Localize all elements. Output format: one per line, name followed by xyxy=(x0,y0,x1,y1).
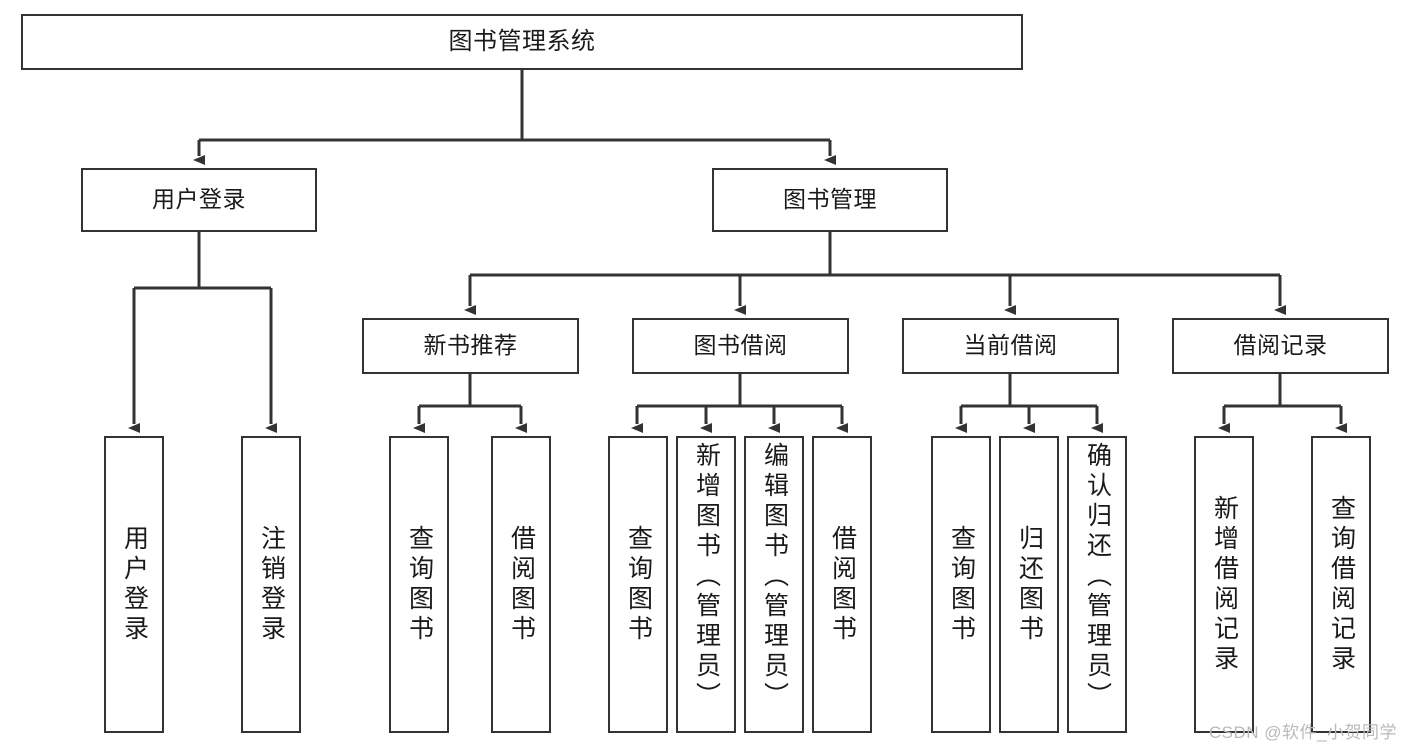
node-label: 查询图书 xyxy=(947,524,976,645)
node-label: 确认归还（管理员） xyxy=(1083,442,1112,712)
node-label: 归还图书 xyxy=(1015,524,1044,645)
node-leaf-borrow-book-1[interactable]: 借阅图书 xyxy=(491,436,551,733)
node-label: 注销登录 xyxy=(257,524,286,645)
node-book-manage[interactable]: 图书管理 xyxy=(712,168,948,232)
node-label: 借阅记录 xyxy=(1233,332,1328,359)
node-label: 用户登录 xyxy=(152,186,246,213)
node-label: 新书推荐 xyxy=(423,332,518,359)
node-leaf-query-book-1[interactable]: 查询图书 xyxy=(389,436,449,733)
node-label: 编辑图书（管理员） xyxy=(760,442,789,712)
node-label: 查询借阅记录 xyxy=(1327,494,1356,675)
node-label: 图书管理系统 xyxy=(448,27,596,55)
node-new-book-recommend[interactable]: 新书推荐 xyxy=(362,318,579,374)
node-label: 查询图书 xyxy=(405,524,434,645)
node-label: 图书借阅 xyxy=(693,332,788,359)
node-leaf-query-book-2[interactable]: 查询图书 xyxy=(608,436,668,733)
node-leaf-confirm-return[interactable]: 确认归还（管理员） xyxy=(1067,436,1127,733)
node-leaf-add-book[interactable]: 新增图书（管理员） xyxy=(676,436,736,733)
node-user-login[interactable]: 用户登录 xyxy=(81,168,317,232)
node-label: 当前借阅 xyxy=(963,332,1058,359)
node-label: 图书管理 xyxy=(783,186,877,213)
node-leaf-borrow-book-2[interactable]: 借阅图书 xyxy=(812,436,872,733)
node-label: 借阅图书 xyxy=(828,524,857,645)
node-leaf-add-record[interactable]: 新增借阅记录 xyxy=(1194,436,1254,733)
node-book-borrow[interactable]: 图书借阅 xyxy=(632,318,849,374)
node-leaf-user-login[interactable]: 用户登录 xyxy=(104,436,164,733)
node-borrow-record[interactable]: 借阅记录 xyxy=(1172,318,1389,374)
watermark-text: CSDN @软件_小贺同学 xyxy=(1208,723,1397,742)
node-leaf-query-record[interactable]: 查询借阅记录 xyxy=(1311,436,1371,733)
node-leaf-edit-book[interactable]: 编辑图书（管理员） xyxy=(744,436,804,733)
node-current-borrow[interactable]: 当前借阅 xyxy=(902,318,1119,374)
node-label: 查询图书 xyxy=(624,524,653,645)
node-label: 借阅图书 xyxy=(507,524,536,645)
node-leaf-query-book-3[interactable]: 查询图书 xyxy=(931,436,991,733)
node-leaf-logout-login[interactable]: 注销登录 xyxy=(241,436,301,733)
node-label: 新增图书（管理员） xyxy=(692,442,721,712)
node-root[interactable]: 图书管理系统 xyxy=(21,14,1023,70)
node-leaf-return-book[interactable]: 归还图书 xyxy=(999,436,1059,733)
node-label: 用户登录 xyxy=(120,524,149,645)
node-label: 新增借阅记录 xyxy=(1210,494,1239,675)
